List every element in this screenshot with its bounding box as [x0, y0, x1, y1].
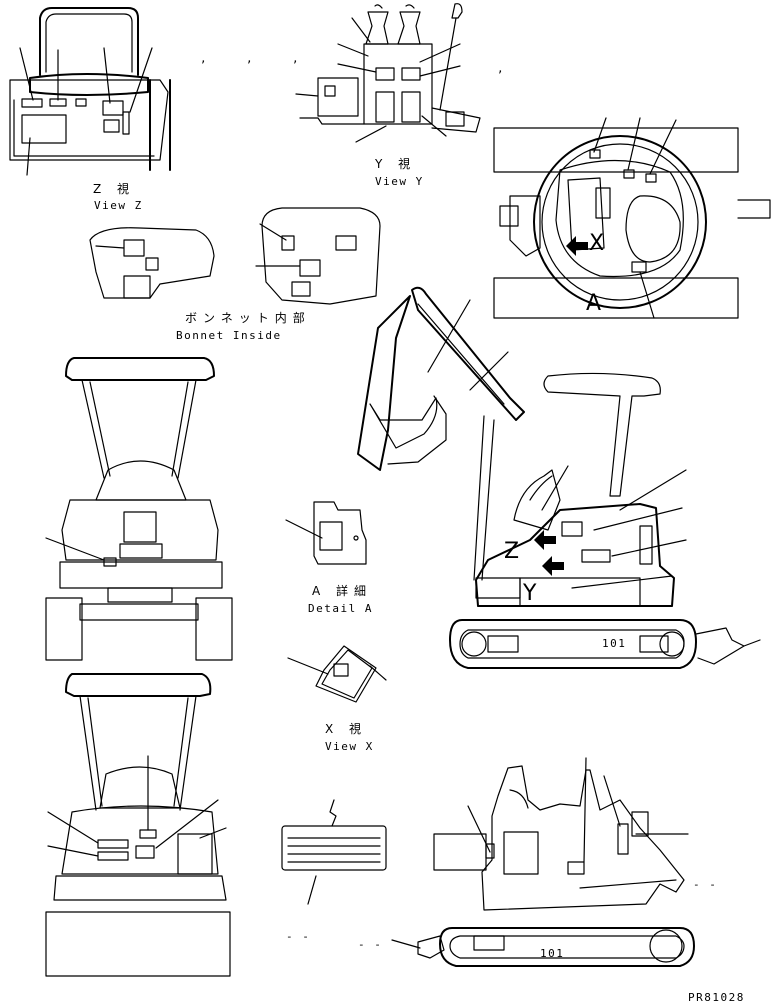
- track-plate-mark: 101: [602, 637, 626, 650]
- bonnet-label-en: Bonnet Inside: [176, 329, 282, 342]
- view-x-label-en: View X: [325, 740, 374, 753]
- view-x-label-jp: X 視: [325, 721, 367, 736]
- dash-mark-right: - -: [358, 938, 382, 951]
- marker-x: X: [589, 231, 604, 256]
- side-view-illustration: [357, 286, 761, 669]
- detail-a-label-jp: A 詳細: [312, 583, 372, 598]
- view-y-illustration: [295, 3, 481, 143]
- marker-y: Y: [522, 581, 537, 606]
- marker-a: A: [586, 291, 601, 316]
- marker-z: Z: [504, 539, 519, 564]
- figure-code: PR81028: [688, 991, 745, 1004]
- dash-mark-left: - -: [286, 930, 310, 943]
- track-plate-mark-2: 101: [540, 947, 564, 960]
- view-z-label-jp: Z 視: [93, 181, 135, 196]
- svg-text:,: ,: [497, 62, 505, 75]
- view-x-illustration: [287, 645, 387, 703]
- leader-commas: , , , ,: [200, 52, 505, 75]
- side-view-2-illustration: [391, 757, 695, 967]
- front-view-illustration: [45, 357, 233, 661]
- label-sheet-illustration: [281, 799, 387, 905]
- rear-view-illustration: [45, 673, 231, 977]
- detail-a-illustration: [285, 501, 367, 565]
- svg-text:,: ,: [200, 52, 208, 65]
- dash-mark-far: - -: [693, 878, 717, 891]
- bonnet-label-jp: ボンネット内部: [185, 310, 311, 325]
- view-z-illustration: [9, 7, 171, 176]
- view-z-label-en: View Z: [94, 199, 143, 212]
- svg-text:,: ,: [292, 52, 300, 65]
- detail-a-label-en: Detail A: [308, 602, 373, 615]
- bonnet-inside-illustration: [89, 207, 381, 305]
- svg-text:,: ,: [246, 52, 254, 65]
- view-y-label-jp: Y 視: [374, 156, 416, 171]
- view-y-label-en: View Y: [375, 175, 424, 188]
- top-plan-view-illustration: [493, 117, 771, 319]
